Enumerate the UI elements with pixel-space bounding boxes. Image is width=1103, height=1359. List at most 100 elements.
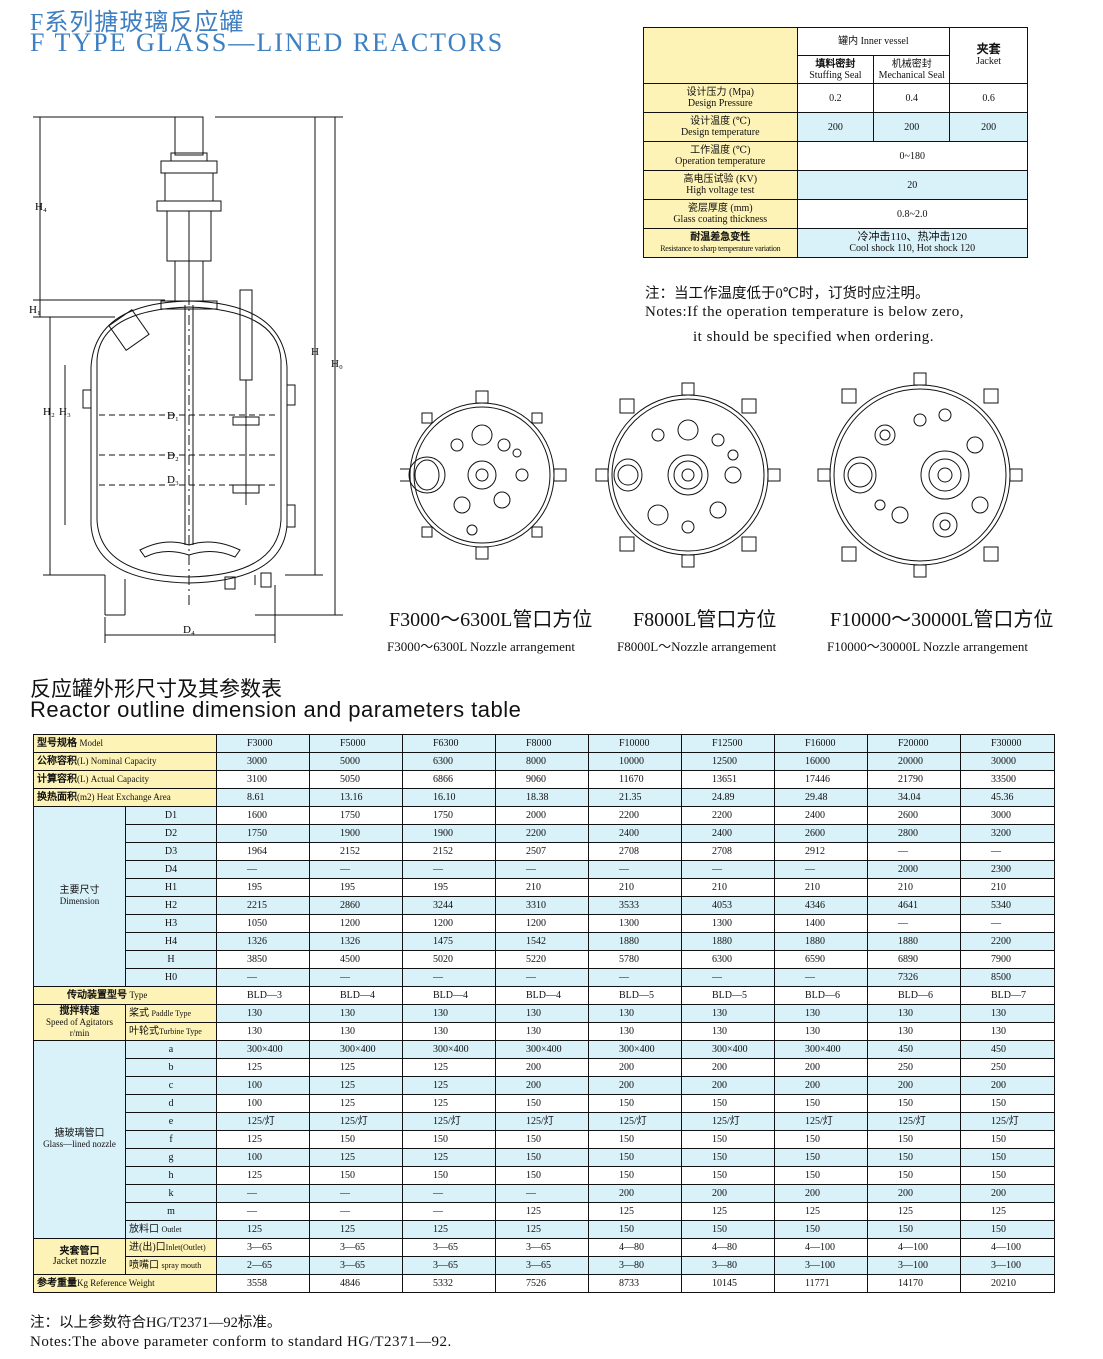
value-cell: 2000 — [867, 860, 961, 879]
value-cell: — — [402, 1184, 496, 1203]
spec-cell: 200 — [949, 112, 1028, 142]
value-cell: 3—100 — [867, 1256, 961, 1275]
value-cell: 300×400 — [402, 1040, 496, 1059]
value-cell: 300×400 — [216, 1040, 310, 1059]
value-cell: 150 — [402, 1166, 496, 1185]
value-cell: 4346 — [774, 896, 868, 915]
value-cell: 1900 — [402, 824, 496, 843]
model-header: F10000 — [588, 734, 682, 753]
value-cell: 130 — [495, 1022, 589, 1041]
value-cell: 125 — [216, 1220, 310, 1239]
value-cell: 2860 — [309, 896, 403, 915]
value-cell: — — [495, 968, 589, 987]
value-cell: 3—100 — [960, 1256, 1055, 1275]
arrangement-subtitle-1: F3000～6300L Nozzle arrangement — [387, 639, 575, 654]
value-cell: 200 — [588, 1076, 682, 1095]
drive-label: 传动装置型号 Type — [33, 986, 217, 1005]
value-cell: 210 — [774, 878, 868, 897]
value-cell: — — [681, 968, 775, 987]
value-cell: 125/灯 — [774, 1112, 868, 1131]
value-cell: 6590 — [774, 950, 868, 969]
value-cell: 200 — [960, 1184, 1055, 1203]
value-cell: 125 — [309, 1148, 403, 1167]
model-label: 型号规格 Model — [33, 734, 217, 753]
value-cell: — — [960, 842, 1055, 861]
footer-note-en: Notes:The above parameter conform to sta… — [30, 1334, 452, 1350]
value-cell: 210 — [867, 878, 961, 897]
nozzle-name: b — [125, 1058, 217, 1077]
model-header: F20000 — [867, 734, 961, 753]
value-cell: 34.04 — [867, 788, 961, 807]
value-cell: 150 — [774, 1148, 868, 1167]
value-cell: 3000 — [216, 752, 310, 771]
value-cell: 130 — [216, 1004, 310, 1023]
value-cell: 130 — [774, 1004, 868, 1023]
value-cell: 1475 — [402, 932, 496, 951]
value-cell: 125/灯 — [867, 1112, 961, 1131]
value-cell: 130 — [774, 1022, 868, 1041]
value-cell: 130 — [588, 1004, 682, 1023]
value-cell: 125 — [774, 1202, 868, 1221]
value-cell: 210 — [588, 878, 682, 897]
value-cell: 130 — [681, 1004, 775, 1023]
value-cell: 1300 — [588, 914, 682, 933]
value-cell: 200 — [588, 1058, 682, 1077]
value-cell: BLD—4 — [309, 986, 403, 1005]
value-cell: 130 — [309, 1022, 403, 1041]
value-cell: 130 — [960, 1022, 1055, 1041]
arrangement-title-1: F3000～6300L管口方位 — [389, 609, 593, 631]
value-cell: 1750 — [309, 806, 403, 825]
value-cell: — — [588, 968, 682, 987]
value-cell: 2507 — [495, 842, 589, 861]
value-cell: 3—100 — [774, 1256, 868, 1275]
value-cell: 125/灯 — [309, 1112, 403, 1131]
value-cell: 1880 — [867, 932, 961, 951]
value-cell: 20000 — [867, 752, 961, 771]
value-cell: 195 — [309, 878, 403, 897]
value-cell: 150 — [960, 1094, 1055, 1113]
model-header: F30000 — [960, 734, 1055, 753]
value-cell: — — [402, 968, 496, 987]
value-cell: 1300 — [681, 914, 775, 933]
spec-row-label: 高电压试验 (KV)High voltage test — [643, 170, 798, 200]
value-cell: 450 — [960, 1040, 1055, 1059]
value-cell: 13.16 — [309, 788, 403, 807]
label-h: H — [311, 346, 319, 358]
note-en-1: Notes:If the operation temperature is be… — [645, 304, 964, 320]
dimension-name: H2 — [125, 896, 217, 915]
value-cell: 45.36 — [960, 788, 1055, 807]
value-cell: 3—65 — [402, 1256, 496, 1275]
value-cell: — — [774, 860, 868, 879]
value-cell: 130 — [681, 1022, 775, 1041]
label-d1: D₁ — [167, 410, 179, 422]
value-cell: 13651 — [681, 770, 775, 789]
dimension-name: D1 — [125, 806, 217, 825]
value-cell: 130 — [216, 1022, 310, 1041]
value-cell: 33500 — [960, 770, 1055, 789]
value-cell: 200 — [495, 1076, 589, 1095]
value-cell: 200 — [588, 1184, 682, 1203]
value-cell: 150 — [774, 1220, 868, 1239]
value-cell: 150 — [495, 1148, 589, 1167]
dimension-name: D4 — [125, 860, 217, 879]
value-cell: 2200 — [681, 806, 775, 825]
value-cell: 18.38 — [495, 788, 589, 807]
value-cell: 2912 — [774, 842, 868, 861]
value-cell: 200 — [774, 1076, 868, 1095]
value-cell: BLD—6 — [867, 986, 961, 1005]
value-cell: 2400 — [681, 824, 775, 843]
value-cell: — — [216, 860, 310, 879]
value-cell: 200 — [681, 1076, 775, 1095]
actual-label: 计算容积(L) Actual Capacity — [33, 770, 217, 789]
